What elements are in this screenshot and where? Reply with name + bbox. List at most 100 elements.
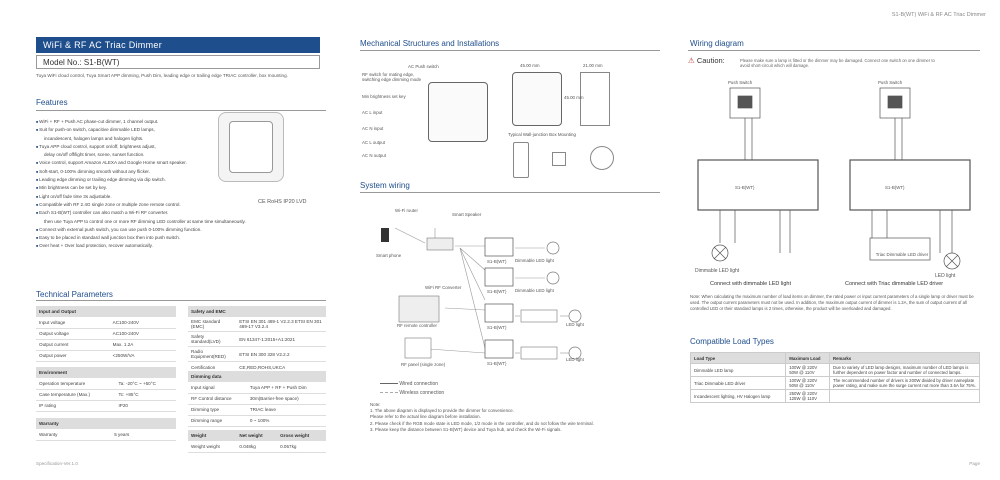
feature-item: Compatible with RF 2.4G single zone or m… [36, 201, 326, 209]
table-label: EMC standard (EMC) [188, 317, 237, 332]
smart-phone-label: Smart phone [376, 253, 402, 258]
wiring-legend: Wired connection Wireless connection [380, 381, 444, 396]
table-header: Input and Output [36, 306, 176, 317]
table-cell: Incandescent lighting, HV Halogen lamp [689, 389, 787, 403]
wiring-caption: Connect with dimmable LED light [710, 281, 792, 287]
mech-label: AC L output [362, 140, 386, 145]
certification-marks: CE RoHS IP20 LVD [258, 199, 307, 205]
feature-item: Leading edge dimming or trailing edge di… [36, 176, 326, 184]
feature-item: Easy to be placed in standard wall junct… [36, 234, 326, 242]
led-light-label: Dimmable LED light [515, 288, 554, 293]
note-line: 2. Please check if the RGB mode state is… [370, 420, 594, 426]
led-light-label: LED light [566, 357, 584, 362]
notes-title: Note: [370, 402, 381, 407]
feature-item: then use Tuya APP to control one or more… [44, 218, 246, 224]
table-row: Radio Equipment(RED)ETSI EN 300 328 V2.2… [188, 346, 326, 362]
footer-right: Page [969, 461, 980, 466]
feature-item: delay on/off off/light timer, scene, sun… [44, 152, 145, 158]
table-value: <250W/VA [109, 350, 176, 362]
dimmer-device-front [428, 82, 488, 142]
feature-item: Each S1-B(WT) controller can also match … [36, 209, 326, 217]
caution-label: ⚠ Caution: [688, 56, 725, 65]
wiring-caption: Dimmable LED light [695, 268, 740, 274]
dimension-label: 21.00 mm [583, 63, 603, 68]
legend-wired: Wired connection [399, 381, 439, 387]
product-image [218, 112, 284, 182]
table-value: TRIAC leave [246, 404, 326, 416]
push-switch-label: Push Switch [878, 80, 903, 85]
net-weight-value: 0.048kg [236, 441, 278, 453]
mech-label: AC N input [362, 126, 384, 131]
note-line: Please refer to the actual line diagram … [370, 414, 481, 420]
junction-box-image [590, 146, 614, 170]
table-value: Max. 1.2A [109, 339, 176, 351]
mech-label: RF switch for mating edge, switching edg… [362, 72, 422, 82]
wall-box-image [513, 142, 529, 178]
table-value: Tc: +85°C [115, 389, 176, 401]
system-notes: Note: 1. The above diagram is displayed … [370, 402, 670, 433]
divider [36, 300, 326, 301]
feature-item: WiFi + RF + Push AC phase-cut dimmer, 1 … [36, 118, 326, 126]
gross-weight-header: Gross weight [277, 430, 326, 441]
legend-wireless: Wireless connection [399, 390, 445, 396]
mechanical-heading: Mechanical Structures and Installations [360, 39, 500, 48]
device-label: S1-B(WT) [487, 259, 507, 264]
device-label: S1-B(WT) [735, 185, 755, 190]
product-title: WiFi & RF AC Triac Dimmer [36, 37, 320, 53]
dimmer-image [552, 152, 566, 166]
caution-note: Please make sure a lamp is fitted or the… [740, 58, 935, 68]
table-value: IP20 [115, 400, 176, 412]
rf-panel-label: RF panel (single zone) [401, 362, 446, 367]
converter-label: WiFi RF Converter [425, 285, 462, 290]
wiring-note: Note: When calculating the maximum numbe… [690, 294, 974, 311]
table-value: AC100-240V [109, 328, 176, 340]
dimmer-device-side [512, 72, 562, 126]
feature-item: Voice control, support Amazon ALEXA and … [36, 159, 326, 167]
mech-label: AC Push switch [408, 64, 439, 69]
table-label: Safety standard(LVD) [188, 331, 237, 347]
device-label: S1-B(WT) [885, 185, 905, 190]
note-line: 3. Please keep the distance between S1-B… [370, 426, 562, 432]
dimmer-device-profile [580, 72, 610, 126]
device-label: S1-B(WT) [487, 289, 507, 294]
table-value: Ta: -20°C ~ +50°C [115, 378, 176, 390]
divider [688, 50, 980, 51]
table-cell: Triac Dimmable LED driver [689, 376, 787, 390]
feature-item: Tuya APP cloud control, support on/off, … [36, 143, 326, 151]
table-cell [829, 389, 980, 403]
table-label: Output power [36, 350, 110, 362]
feature-item: incandescent, halogen lamps and halogen … [44, 135, 144, 141]
table-row: Case temperature (Max.)Tc: +85°C [36, 389, 176, 401]
caution-text: Caution: [696, 56, 725, 65]
feature-item: Min brightness can be set by key. [36, 184, 326, 192]
table-value: 0 ~ 100% [246, 415, 326, 427]
divider [360, 50, 660, 51]
dimension-label: 45.00 mm [564, 95, 584, 100]
mech-label: Min brightness set key [362, 94, 406, 99]
table-cell: Due to variety of LED lamp designs, maxi… [829, 363, 980, 377]
feature-item: Soft-start, 0-100% dimming smooth withou… [36, 168, 326, 176]
table-header: Dimming data [188, 371, 326, 382]
feature-item: Suit for push-on switch, capacitive dimm… [36, 126, 326, 134]
dimension-label: 45.00 mm [520, 63, 540, 68]
table-cell: 100W @ 220V 50W @ 110V [785, 363, 830, 377]
device-label: S1-B(WT) [487, 361, 507, 366]
mech-label: AC N output [362, 153, 386, 158]
table-header: Remarks [829, 352, 980, 364]
wifi-router-label: Wi-Fi router [395, 208, 418, 213]
mounting-caption: Typical Wall-junction Box Mounting [508, 132, 576, 137]
